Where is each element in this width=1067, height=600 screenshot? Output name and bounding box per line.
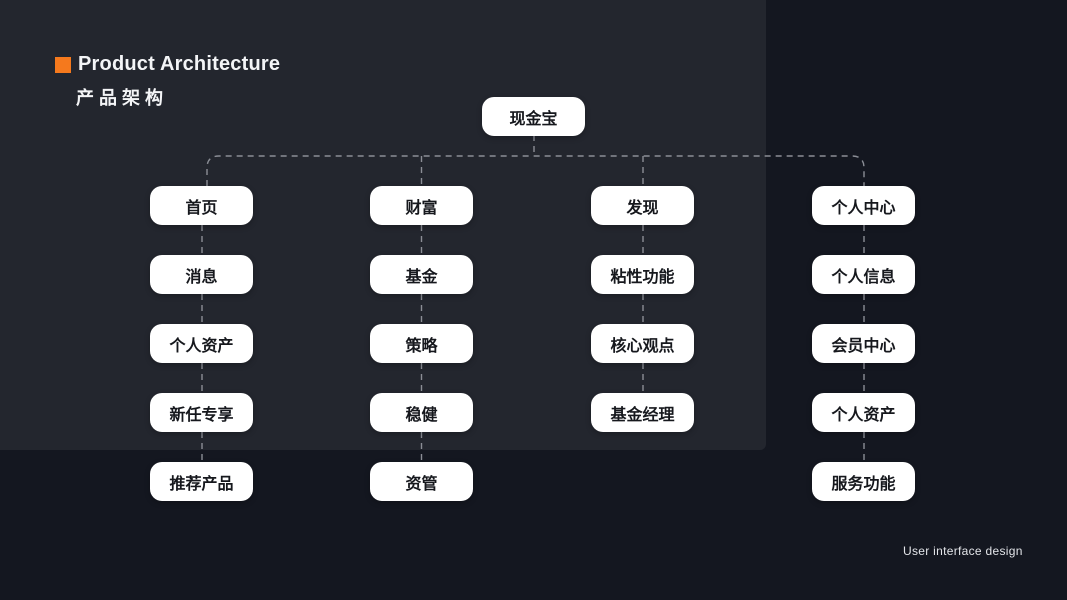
node-personal-assets-2: 个人资产 — [812, 393, 915, 432]
node-personal-center: 个人中心 — [812, 186, 915, 225]
node-personal-info: 个人信息 — [812, 255, 915, 294]
footer-credit-text: User interface design — [903, 544, 1023, 558]
node-asset-management: 资管 — [370, 462, 473, 501]
node-fund-manager: 基金经理 — [591, 393, 694, 432]
node-discover: 发现 — [591, 186, 694, 225]
node-sticky-features: 粘性功能 — [591, 255, 694, 294]
node-member-center: 会员中心 — [812, 324, 915, 363]
node-newcomer-exclusive: 新任专享 — [150, 393, 253, 432]
node-funds: 基金 — [370, 255, 473, 294]
node-strategy: 策略 — [370, 324, 473, 363]
node-stable: 稳健 — [370, 393, 473, 432]
node-wealth: 财富 — [370, 186, 473, 225]
node-service-features: 服务功能 — [812, 462, 915, 501]
background-panel — [0, 0, 766, 450]
orange-square-icon — [55, 57, 71, 73]
page-title-chinese: 产品架构 — [76, 88, 168, 108]
node-cash-treasure: 现金宝 — [482, 97, 585, 136]
page-title-english: Product Architecture — [78, 53, 281, 75]
node-recommended-products: 推荐产品 — [150, 462, 253, 501]
node-messages: 消息 — [150, 255, 253, 294]
node-home: 首页 — [150, 186, 253, 225]
node-personal-assets: 个人资产 — [150, 324, 253, 363]
node-core-views: 核心观点 — [591, 324, 694, 363]
